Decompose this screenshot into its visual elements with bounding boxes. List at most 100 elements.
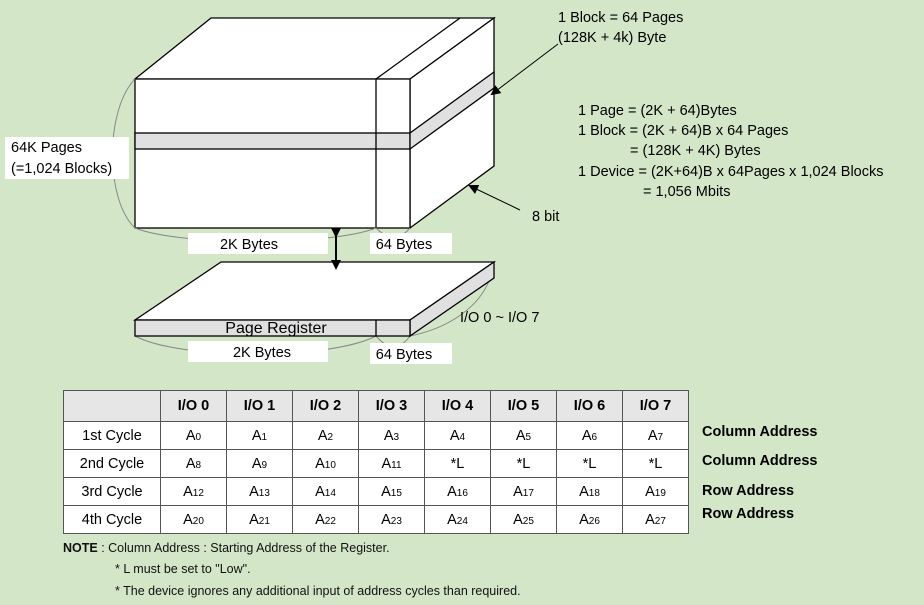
address-bit-cell: *L	[556, 449, 623, 478]
address-bit-name: A	[317, 427, 328, 444]
address-bit-name: A	[183, 483, 193, 500]
address-bit-index: 1	[261, 431, 268, 443]
address-bit-index: 10	[324, 459, 336, 471]
address-bit-name: A	[579, 483, 589, 500]
address-bit-name: A	[381, 483, 391, 500]
col-header-io0: I/O 0	[160, 390, 227, 422]
pages-label-line1: 64K Pages	[11, 140, 82, 156]
col-header-io4: I/O 4	[424, 390, 491, 422]
address-bit-cell: A20	[160, 505, 227, 534]
address-bit-cell: A16	[424, 477, 491, 506]
page-stripe-front	[134, 132, 411, 150]
address-bit-index: 16	[456, 487, 468, 499]
address-bit-cell: A24	[424, 505, 491, 534]
page-register-label: Page Register	[225, 320, 327, 337]
pages-label-line2: (=1,024 Blocks)	[11, 161, 112, 177]
page-size-formula: 1 Page = (2K + 64)Bytes	[578, 103, 737, 119]
spare-area-divider-top	[375, 17, 461, 80]
col-header-io6: I/O 6	[556, 390, 623, 422]
address-bit-name: A	[183, 511, 193, 528]
address-bit-name: A	[249, 511, 259, 528]
address-bit-cell: A13	[226, 477, 293, 506]
address-bit-index: 17	[522, 487, 534, 499]
address-bit-cell: A21	[226, 505, 293, 534]
address-bit-index: 22	[324, 515, 336, 527]
address-bit-name: A	[645, 483, 655, 500]
address-bit-cell: A27	[622, 505, 689, 534]
col-header-io2: I/O 2	[292, 390, 359, 422]
cycle-label: 3rd Cycle	[63, 477, 161, 506]
bit-width-arrow	[468, 184, 521, 211]
address-bit-index: 12	[192, 487, 204, 499]
address-bit-index: 7	[657, 431, 664, 443]
address-bit-name: A	[513, 511, 523, 528]
address-bit-cell: A18	[556, 477, 623, 506]
address-bit-index: 20	[192, 515, 204, 527]
address-bit-name: A	[315, 455, 325, 472]
array-main-area-label: 2K Bytes	[220, 237, 278, 253]
address-cycle-table: I/O 0 I/O 1 I/O 2 I/O 3 I/O 4 I/O 5 I/O …	[63, 390, 689, 534]
address-bit-name: A	[381, 455, 392, 472]
address-bit-name: A	[185, 455, 196, 472]
device-size-formula: 1 Device = (2K+64)B x 64Pages x 1,024 Bl…	[578, 164, 883, 180]
register-main-area-label: 2K Bytes	[233, 345, 291, 361]
address-bit-name: *L	[582, 455, 597, 472]
address-bit-index: 15	[390, 487, 402, 499]
bit-width-label: 8 bit	[532, 209, 559, 225]
register-spare-label-bg	[370, 343, 452, 364]
address-bit-cell: A5	[490, 421, 557, 450]
address-bit-name: A	[449, 427, 460, 444]
note-line-1: NOTE : Column Address : Starting Address…	[63, 541, 390, 555]
io-pins-label: I/O 0 ~ I/O 7	[460, 310, 539, 326]
address-bit-cell: A26	[556, 505, 623, 534]
cycle-label: 4th Cycle	[63, 505, 161, 534]
address-bit-name: A	[515, 427, 526, 444]
address-bit-index: 19	[654, 487, 666, 499]
address-bit-name: A	[447, 483, 457, 500]
col-header-io1: I/O 1	[226, 390, 293, 422]
address-bit-index: 9	[261, 459, 268, 471]
spare-area-label-bg	[370, 233, 452, 254]
address-bit-cell: A14	[292, 477, 359, 506]
address-bit-name: A	[513, 483, 523, 500]
table-header-row: I/O 0 I/O 1 I/O 2 I/O 3 I/O 4 I/O 5 I/O …	[63, 390, 689, 422]
pages-label-bg	[5, 137, 129, 179]
row-label-cycle1: Column Address	[702, 424, 818, 440]
address-bit-index: 18	[588, 487, 600, 499]
address-bit-index: 8	[195, 459, 202, 471]
register-main-label-bg	[188, 341, 328, 362]
note-text-1: : Column Address : Starting Address of t…	[97, 541, 390, 555]
address-bit-cell: A0	[160, 421, 227, 450]
address-bit-cell: A19	[622, 477, 689, 506]
address-bit-index: 6	[591, 431, 598, 443]
address-bit-cell: A12	[160, 477, 227, 506]
address-bit-cell: A23	[358, 505, 425, 534]
col-header-io3: I/O 3	[358, 390, 425, 422]
address-bit-index: 21	[258, 515, 270, 527]
note-line-3: * The device ignores any additional inpu…	[115, 584, 521, 598]
address-bit-cell: A2	[292, 421, 359, 450]
address-bit-name: A	[251, 427, 262, 444]
address-bit-index: 14	[324, 487, 336, 499]
address-bit-name: A	[581, 427, 592, 444]
col-header-io5: I/O 5	[490, 390, 557, 422]
address-bit-cell: *L	[424, 449, 491, 478]
address-bit-cell: A11	[358, 449, 425, 478]
address-bit-name: *L	[450, 455, 465, 472]
address-bit-name: *L	[516, 455, 531, 472]
address-bit-index: 2	[327, 431, 334, 443]
address-bit-cell: A4	[424, 421, 491, 450]
address-bit-index: 26	[588, 515, 600, 527]
address-bit-index: 5	[525, 431, 532, 443]
note-label: NOTE	[63, 541, 98, 555]
address-bit-name: A	[315, 511, 325, 528]
address-bit-cell: A1	[226, 421, 293, 450]
row-label-cycle3: Row Address	[702, 483, 795, 499]
nand-array-diagram: 1 Block = 64 Pages (128K + 4k) Byte 1 Pa…	[5, 10, 883, 364]
cycle-label: 2nd Cycle	[63, 449, 161, 478]
address-bit-index: 25	[522, 515, 534, 527]
